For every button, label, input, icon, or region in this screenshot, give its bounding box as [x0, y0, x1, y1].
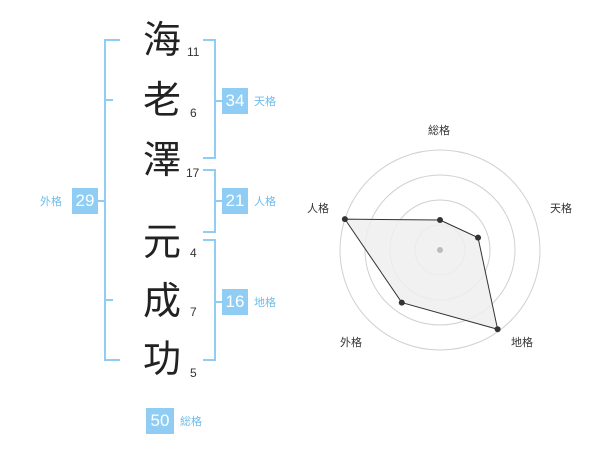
radar-center-dot [437, 247, 443, 253]
radar-axis-label-soukaku: 総格 [428, 124, 450, 137]
stroke-count-2: 6 [190, 106, 197, 120]
stroke-count-6: 5 [190, 366, 197, 380]
chikaku-value-box: 16 [222, 289, 248, 315]
radar-point-0 [437, 217, 443, 223]
name-char-2: 老 [142, 78, 181, 122]
radar-axis-label-jinkaku: 人格 [307, 202, 329, 215]
name-char-6: 功 [142, 337, 181, 381]
stroke-count-3: 17 [186, 166, 200, 180]
gaikaku-label: 外格 [40, 195, 62, 208]
name-char-1: 海 [142, 18, 181, 62]
soukaku-label: 総格 [180, 415, 202, 428]
tenkaku-bracket [203, 39, 216, 159]
stroke-count-1: 11 [187, 45, 200, 59]
tenkaku-value-box: 34 [222, 88, 248, 114]
radar-polygon [343, 218, 499, 330]
radar-axis-label-gaikaku: 外格 [340, 336, 362, 349]
name-char-4: 元 [142, 220, 181, 264]
radar-point-3 [398, 299, 405, 306]
radar-axis-label-chikaku: 地格 [511, 336, 533, 349]
radar-point-1 [475, 234, 482, 241]
stroke-count-5: 7 [190, 305, 197, 319]
stroke-count-4: 4 [190, 246, 197, 260]
radar-axis-label-tenkaku: 天格 [550, 202, 572, 215]
name-char-3: 澤 [142, 138, 181, 182]
radar-point-2 [494, 326, 501, 333]
jinkaku-value-box: 21 [222, 188, 248, 214]
radar-ring-3 [364, 174, 516, 326]
gaikaku-value-box: 29 [72, 188, 98, 214]
radar-ring-4 [339, 149, 541, 351]
chikaku-bracket [203, 239, 216, 361]
soukaku-value-box: 50 [146, 408, 174, 434]
chikaku-label: 地格 [254, 296, 276, 309]
radar-point-4 [341, 216, 348, 223]
tenkaku-label: 天格 [254, 95, 276, 108]
jinkaku-label: 人格 [254, 195, 276, 208]
name-char-5: 成 [142, 279, 181, 323]
